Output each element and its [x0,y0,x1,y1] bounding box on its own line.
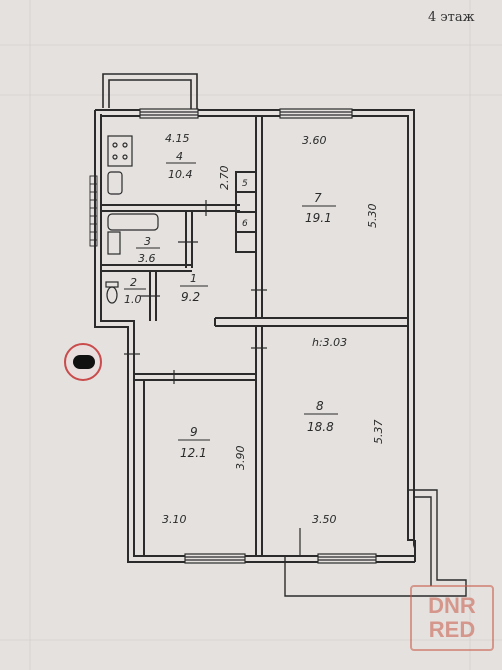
bath-area: 3.6 [138,252,156,265]
closet6-number: 6 [242,219,248,229]
room9-number: 9 [190,425,198,439]
toilet-number: 2 [130,276,137,289]
kitchen-area: 10.4 [168,168,193,181]
ceiling-height-dim: h:3.03 [312,336,347,349]
room7-number: 7 [314,191,322,205]
stamp-icon [64,343,102,381]
balcony-bottom [284,489,467,597]
kitchen-width-dim: 4.15 [165,132,190,145]
room9-area: 12.1 [180,446,207,460]
floor-label: 4 этаж [428,10,475,25]
kitchen-depth-dim: 2.70 [218,166,231,191]
room8-area: 18.8 [307,420,334,434]
watermark-logo: DNR RED [410,585,494,651]
kitchen-fixtures [89,135,133,247]
room9-depth-dim: 3.90 [234,446,247,471]
room8-number: 8 [316,399,324,413]
bath-number: 3 [144,235,151,248]
watermark-line1: DNR [428,593,476,618]
hall-number: 1 [190,272,197,285]
outer-walls [94,109,416,563]
watermark-line2: RED [428,617,476,642]
hall-area: 9.2 [181,290,200,304]
closet5-number: 5 [242,179,248,189]
room7-depth-dim: 5.30 [366,204,379,229]
room7-area: 19.1 [305,211,332,225]
bathtub [107,213,159,255]
room8-width-dim: 3.50 [312,513,337,526]
balcony-top [102,73,198,112]
toilet-area: 1.0 [124,293,142,306]
windows [139,108,377,564]
interior-walls [101,116,408,556]
kitchen-number: 4 [176,150,183,163]
room9-width-dim: 3.10 [162,513,187,526]
toilet-fixture [105,281,119,304]
room8-depth-dim: 5.37 [372,420,385,445]
room7-width-dim: 3.60 [302,134,327,147]
door-marks [124,200,301,556]
